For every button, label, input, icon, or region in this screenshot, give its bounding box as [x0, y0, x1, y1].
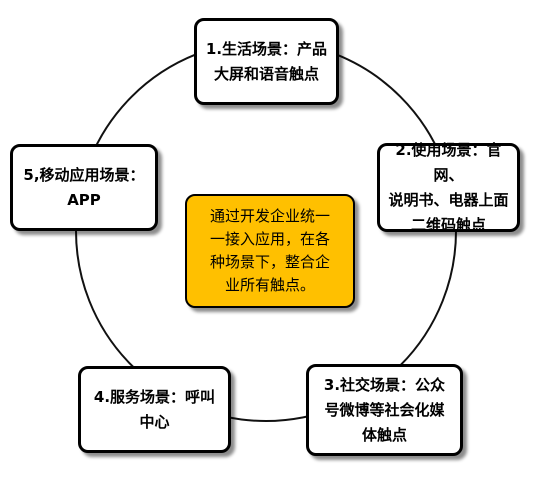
center-summary-text: 通过开发企业统一 一接入应用，在各 种场景下，整合企 业所有触点。 [209, 207, 330, 294]
node-social-scenario: 3.社交场景：公众 号微博等社会化媒 体触点 [306, 364, 463, 456]
node-usage-scenario: 2.使用场景：官网、 说明书、电器上面 二维码触点 [377, 141, 520, 234]
node-service-scenario: 4.服务场景：呼叫 中心 [78, 366, 231, 453]
node-mobile-app-scenario-label: 5,移动应用场景： APP [23, 165, 145, 209]
node-mobile-app-scenario: 5,移动应用场景： APP [10, 144, 158, 231]
node-life-scenario-label: 1.生活场景：产品 大屏和语音触点 [205, 39, 328, 83]
node-usage-scenario-label: 2.使用场景：官网、 说明书、电器上面 二维码触点 [388, 140, 509, 234]
node-service-scenario-label: 4.服务场景：呼叫 中心 [93, 387, 216, 431]
center-summary-box: 通过开发企业统一 一接入应用，在各 种场景下，整合企 业所有触点。 [185, 194, 355, 308]
node-life-scenario: 1.生活场景：产品 大屏和语音触点 [194, 18, 339, 105]
node-social-scenario-label: 3.社交场景：公众 号微博等社会化媒 体触点 [323, 375, 446, 444]
